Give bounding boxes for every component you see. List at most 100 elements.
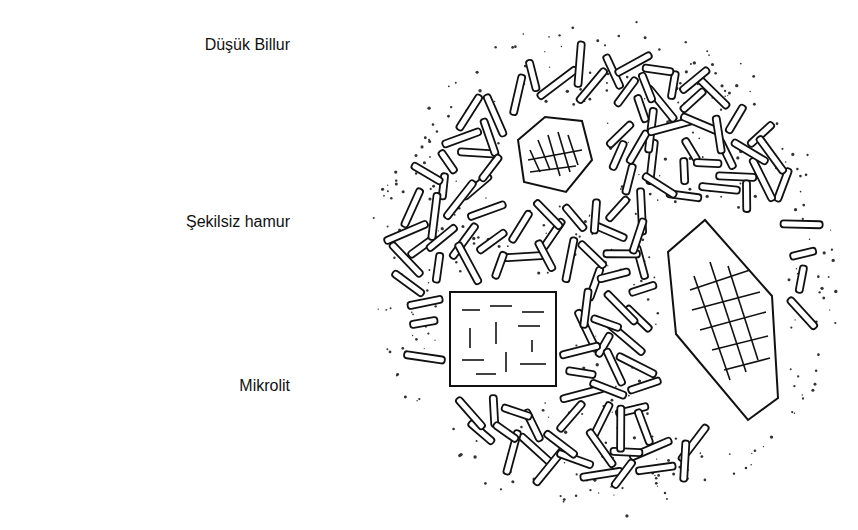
microlite: [562, 203, 588, 232]
glass-dot: [626, 76, 629, 79]
glass-dot: [809, 238, 811, 240]
glass-dot: [644, 98, 646, 100]
microlite: [642, 64, 673, 75]
glass-dot: [537, 271, 540, 274]
glass-dot: [428, 269, 430, 271]
glass-dot: [823, 251, 826, 254]
glass-dot: [373, 217, 375, 219]
microlite: [636, 462, 676, 474]
microlite: [617, 406, 624, 452]
glass-dot: [473, 455, 476, 458]
glass-dot: [579, 236, 581, 238]
glass-dot: [571, 26, 574, 29]
glass-dot: [796, 268, 797, 269]
glass-dot: [548, 36, 550, 38]
glass-dot: [390, 197, 392, 199]
glass-dot: [589, 71, 592, 74]
glass-dot: [706, 50, 708, 52]
glass-dot: [564, 462, 566, 464]
glass-dot: [606, 82, 608, 84]
glass-dot: [802, 218, 804, 220]
glass-dot: [736, 156, 739, 159]
glass-dot: [752, 75, 755, 78]
glass-dot: [511, 46, 514, 49]
glass-dot: [649, 193, 652, 196]
microlite: [679, 66, 711, 94]
microlite: [609, 140, 628, 171]
glass-dot: [424, 136, 427, 139]
microlite: [562, 237, 578, 283]
glass-dot: [604, 44, 606, 46]
glass-dot: [659, 175, 660, 176]
phenocryst-hatching: [528, 132, 582, 176]
glass-dot: [815, 369, 817, 371]
glass-dot: [447, 115, 450, 118]
glass-dot: [404, 396, 407, 399]
microlite: [694, 159, 722, 167]
phenocryst-rectangle: [450, 292, 556, 386]
microlite: [591, 199, 601, 234]
microlite: [492, 251, 508, 280]
phenocryst-grid: [690, 262, 770, 380]
microlite: [455, 93, 483, 131]
glass-dot: [511, 480, 514, 483]
glass-dot: [814, 383, 817, 386]
microlite: [501, 404, 533, 421]
microlite: [743, 180, 750, 212]
microlite: [383, 220, 429, 245]
glass-dot: [690, 63, 692, 65]
glass-dot: [688, 188, 691, 191]
glass-dot: [421, 145, 424, 148]
glass-dot: [477, 236, 480, 239]
glass-dot: [753, 103, 756, 106]
glass-dot: [795, 319, 796, 320]
glass-dot: [494, 101, 495, 102]
glass-dot: [791, 411, 793, 413]
glass-dot: [735, 84, 738, 87]
glass-dot: [822, 297, 825, 300]
microlite: [504, 252, 544, 261]
microlite: [536, 66, 578, 100]
phenocryst-cleavage: [462, 306, 546, 374]
microlite: [510, 74, 526, 116]
glass-dot: [575, 495, 578, 498]
glass-dot: [560, 495, 562, 497]
glass-dot: [500, 488, 502, 490]
phenocryst-large: [668, 220, 778, 420]
glass-dot: [434, 305, 436, 307]
microlite: [508, 210, 533, 244]
glass-dot: [612, 412, 613, 413]
glass-dot: [657, 474, 660, 477]
glass-dot: [430, 188, 432, 190]
glass-dot: [763, 446, 764, 447]
glass-dot: [799, 175, 802, 178]
glass-dot: [423, 161, 426, 164]
glass-dot: [817, 275, 820, 278]
glass-dot: [625, 514, 628, 517]
glass-dot: [739, 183, 741, 185]
glass-dot: [473, 242, 476, 245]
microlite: [443, 179, 477, 220]
phenocrysts: [450, 117, 778, 420]
glass-dot: [412, 313, 414, 315]
glass-dot: [714, 72, 717, 75]
glass-dot: [620, 188, 622, 190]
glass-dot: [800, 191, 802, 193]
glass-dot: [386, 348, 388, 350]
microlite: [437, 149, 458, 174]
glass-dot: [754, 195, 757, 198]
microlite: [580, 288, 592, 328]
glass-dot: [679, 82, 681, 84]
glass-dot: [655, 477, 658, 480]
glass-dot: [654, 475, 655, 476]
glass-dot: [572, 103, 575, 106]
glass-dot: [412, 335, 413, 336]
glass-dot: [566, 90, 569, 93]
glass-dot: [655, 482, 658, 485]
glass-dot: [575, 344, 577, 346]
glass-dot: [655, 323, 657, 325]
glass-dot: [472, 237, 475, 240]
glass-dot: [418, 398, 420, 400]
glass-dot: [607, 122, 609, 124]
glass-dot: [776, 122, 779, 125]
